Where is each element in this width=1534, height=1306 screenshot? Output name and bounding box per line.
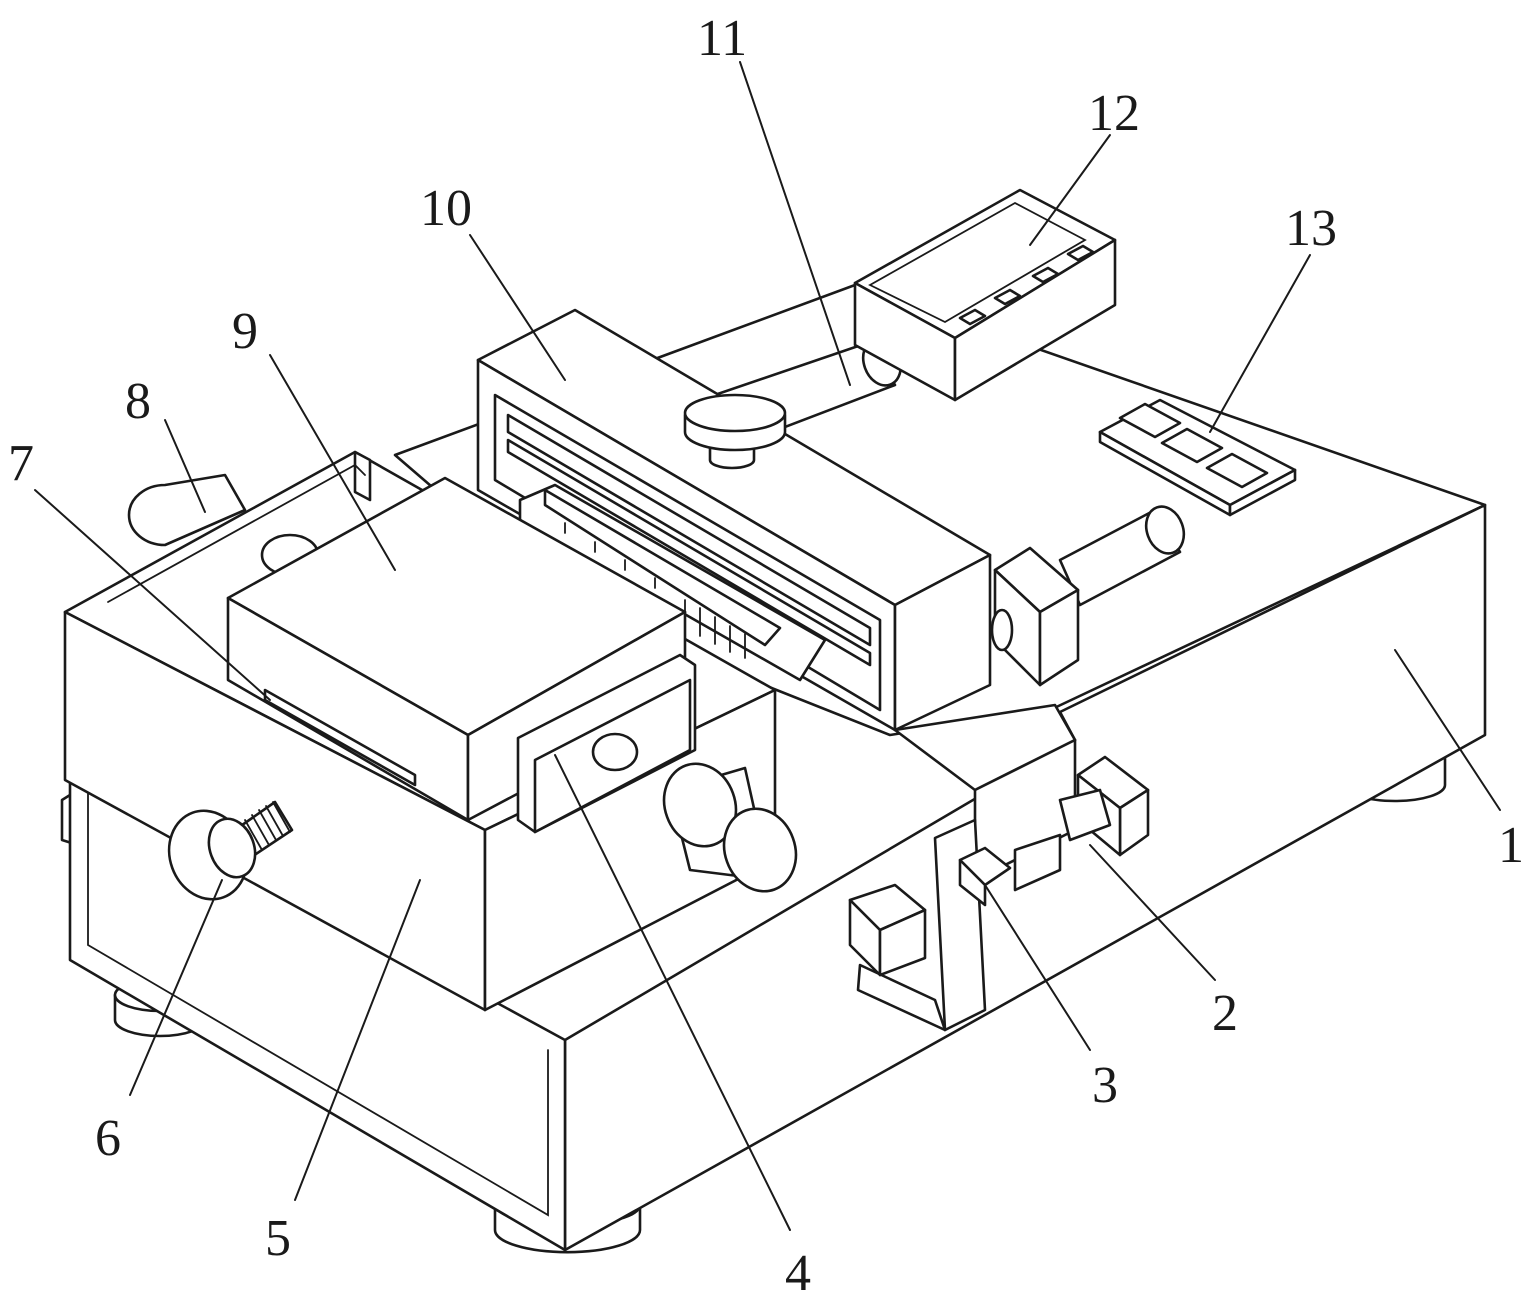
adjusting-screw-6 — [167, 800, 294, 901]
label-11: 11 — [697, 10, 747, 67]
clamp-block-2 — [1058, 755, 1150, 857]
display-buttons — [958, 244, 1095, 326]
leader-12 — [1029, 134, 1111, 246]
rod-lower — [1058, 505, 1186, 607]
motor-block — [990, 546, 1080, 687]
label-5: 5 — [265, 1210, 291, 1267]
leader-lines — [34, 61, 1501, 1231]
label-2: 2 — [1212, 985, 1238, 1042]
side-cylinder — [662, 762, 798, 893]
screw-thread — [244, 801, 291, 851]
cutter-blade — [518, 483, 827, 682]
frame-knob — [683, 393, 787, 470]
label-4: 4 — [785, 1245, 811, 1301]
label-1: 1 — [1498, 817, 1524, 874]
label-7: 7 — [8, 435, 34, 492]
label-3: 3 — [1092, 1057, 1118, 1114]
leader-4 — [554, 754, 791, 1231]
leader-2 — [1089, 844, 1216, 981]
leader-3 — [984, 884, 1091, 1051]
reference-numerals: 1 2 3 4 5 6 7 8 9 10 11 12 13 — [8, 10, 1524, 1302]
bracket-3 — [848, 818, 1062, 1032]
label-6: 6 — [95, 1110, 121, 1167]
button-panel — [1098, 398, 1297, 517]
leader-6 — [129, 879, 223, 1096]
label-13: 13 — [1285, 200, 1337, 257]
leader-5 — [294, 879, 421, 1201]
leader-7 — [34, 489, 271, 701]
label-8: 8 — [125, 373, 151, 430]
label-12: 12 — [1088, 85, 1140, 142]
leader-10 — [469, 234, 566, 381]
leader-8 — [164, 419, 206, 513]
label-9: 9 — [232, 303, 258, 360]
leader-1 — [1394, 649, 1501, 811]
display-box — [853, 188, 1117, 402]
leader-13 — [1209, 254, 1311, 433]
leader-11 — [739, 61, 851, 386]
leader-9 — [269, 354, 396, 571]
label-10: 10 — [420, 180, 472, 237]
